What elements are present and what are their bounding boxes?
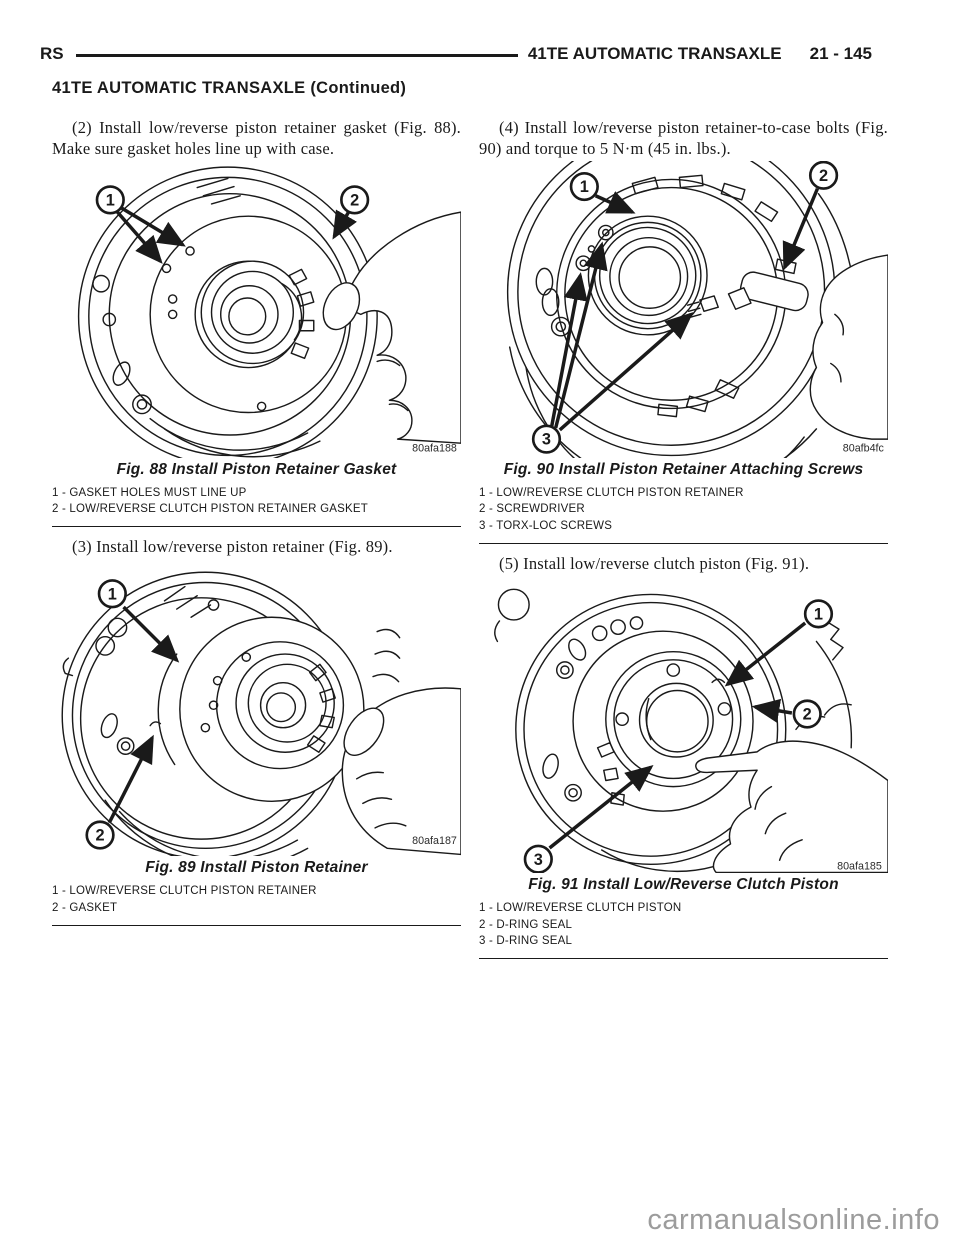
svg-text:1: 1	[106, 192, 115, 210]
callout-arrows	[107, 605, 180, 824]
figure-91: 1 2 3 80afa185 Fig. 91 Install Low/Rever…	[479, 576, 888, 959]
figure-88: 1 2 80afa188 Fig. 88 Install Piston Reta…	[52, 161, 461, 528]
two-column-body: (2) Install low/reverse piston retainer …	[0, 98, 960, 959]
legend-item: 1 - GASKET HOLES MUST LINE UP	[52, 486, 247, 499]
clutch-hub-drawing	[200, 260, 315, 365]
svg-text:1: 1	[814, 606, 823, 624]
left-column: (2) Install low/reverse piston retainer …	[52, 108, 461, 959]
callout-1: 1	[97, 578, 127, 609]
legend-item: 3 - TORX-LOC SCREWS	[479, 520, 613, 533]
callout-arrows	[548, 622, 807, 850]
callout-2: 2	[792, 699, 822, 730]
legend-divider	[52, 924, 461, 926]
legend-item: 3 - D-RING SEAL	[479, 935, 573, 948]
figure-89-drawing: 1 2 80afa187	[61, 571, 461, 857]
legend-divider	[479, 542, 888, 544]
legend-item: 2 - GASKET	[52, 901, 118, 914]
gasket-edge-drawing	[149, 653, 178, 765]
svg-text:1: 1	[580, 178, 589, 196]
hand-drawing	[809, 254, 888, 441]
svg-text:3: 3	[534, 851, 543, 869]
piston-retainer-drawing	[179, 616, 365, 802]
legend-item: 2 - D-RING SEAL	[479, 918, 573, 931]
hand-drawing	[341, 628, 461, 855]
legend-divider	[52, 526, 461, 528]
svg-text:2: 2	[350, 192, 359, 210]
legend-item: 2 - LOW/REVERSE CLUTCH PISTON RETAINER G…	[52, 503, 368, 516]
figure-90: 1 2 3 80afb4fc Fig. 90 Install Piston Re…	[479, 161, 888, 544]
figure-90-drawing: 1 2 3 80afb4fc	[506, 161, 888, 458]
header-page-number: 21 - 145	[809, 44, 872, 63]
figure-89-legend: 1 - LOW/REVERSE CLUTCH PISTON RETAINER 2…	[52, 883, 461, 916]
callout-1: 1	[95, 185, 125, 215]
header-model-code: RS	[40, 44, 64, 63]
callout-arrows	[116, 206, 357, 265]
callout-arrows	[549, 188, 820, 432]
step-5-paragraph: (5) Install low/reverse clutch piston (F…	[499, 553, 810, 573]
legend-item: 2 - SCREWDRIVER	[479, 503, 585, 516]
callout-2: 2	[85, 820, 115, 850]
svg-text:2: 2	[96, 826, 105, 844]
figure-88-drawing: 1 2 80afa188	[77, 166, 461, 458]
figure-90-legend: 1 - LOW/REVERSE CLUTCH PISTON RETAINER 2…	[479, 485, 888, 535]
callout-2: 2	[340, 185, 370, 215]
callout-2: 2	[808, 161, 839, 191]
header-section-title: 41TE AUTOMATIC TRANSAXLE	[527, 44, 782, 63]
figure-90-caption: Fig. 90 Install Piston Retainer Attachin…	[503, 460, 864, 478]
svg-text:2: 2	[819, 167, 828, 185]
image-code: 80afa185	[837, 861, 882, 873]
screwdriver-drawing	[686, 271, 809, 319]
page-header: RS 41TE AUTOMATIC TRANSAXLE 21 - 145	[0, 0, 960, 64]
callout-1: 1	[803, 599, 834, 629]
transaxle-case-drawing	[494, 588, 853, 873]
step-3-paragraph: (3) Install low/reverse piston retainer …	[72, 537, 393, 557]
figure-89: 1 2 80afa187 Fig. 89 Install Piston Reta…	[52, 560, 461, 926]
pointing-hand-drawing	[695, 703, 888, 873]
right-column: (4) Install low/reverse piston retainer-…	[479, 108, 888, 959]
figure-88-caption: Fig. 88 Install Piston Retainer Gasket	[116, 460, 397, 478]
step-4-paragraph: (4) Install low/reverse piston retainer-…	[479, 118, 888, 158]
watermark-text: carmanualsonline.info	[647, 1204, 940, 1236]
figure-89-caption: Fig. 89 Install Piston Retainer	[145, 859, 368, 877]
figure-91-caption: Fig. 91 Install Low/Reverse Clutch Pisto…	[528, 875, 839, 893]
svg-text:2: 2	[803, 706, 812, 724]
legend-item: 1 - LOW/REVERSE CLUTCH PISTON RETAINER	[52, 885, 317, 898]
image-code: 80afb4fc	[843, 443, 885, 455]
legend-item: 1 - LOW/REVERSE CLUTCH PISTON	[479, 901, 682, 914]
figure-91-drawing: 1 2 3 80afa185	[494, 588, 888, 873]
image-code: 80afa188	[412, 443, 457, 455]
piston-retainer-drawing	[555, 174, 801, 418]
callout-1: 1	[569, 172, 599, 202]
svg-text:3: 3	[542, 431, 551, 449]
continued-title: 41TE AUTOMATIC TRANSAXLE (Continued)	[52, 79, 407, 97]
hand-drawing	[322, 211, 461, 445]
image-code: 80afa187	[412, 835, 457, 847]
figure-91-legend: 1 - LOW/REVERSE CLUTCH PISTON 2 - D-RING…	[479, 900, 888, 950]
svg-text:1: 1	[108, 585, 117, 603]
legend-item: 1 - LOW/REVERSE CLUTCH PISTON RETAINER	[479, 486, 744, 499]
callout-3: 3	[523, 845, 553, 873]
transaxle-case-drawing	[77, 166, 378, 458]
figure-88-legend: 1 - GASKET HOLES MUST LINE UP 2 - LOW/RE…	[52, 485, 461, 518]
legend-divider	[479, 957, 888, 959]
step-2-paragraph: (2) Install low/reverse piston retainer …	[52, 118, 461, 158]
header-rule	[75, 53, 518, 57]
clutch-piston-drawing	[572, 630, 754, 813]
callout-3: 3	[531, 424, 562, 454]
